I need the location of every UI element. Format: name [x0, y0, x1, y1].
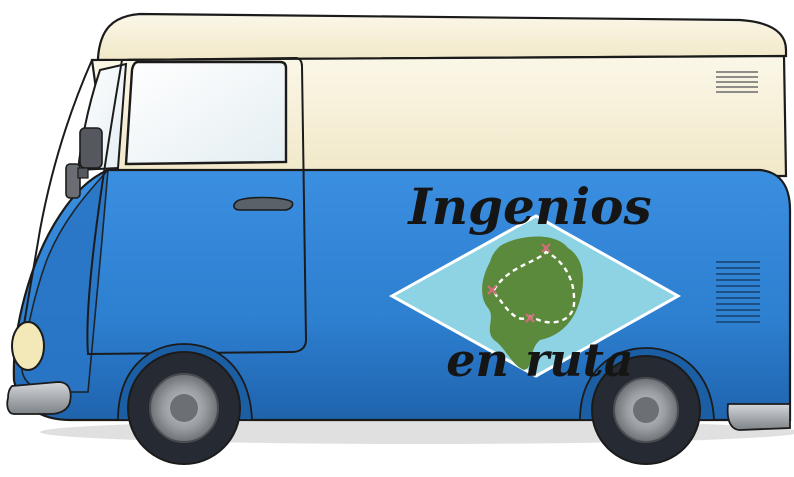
rear-wheel — [591, 355, 701, 465]
headlight — [11, 321, 45, 371]
logo-route — [492, 250, 576, 324]
map-marker-icon — [487, 285, 497, 295]
logo-title-line2: en ruta — [446, 333, 633, 387]
door-handle — [233, 196, 294, 211]
logo-title-line1: Ingenios — [406, 177, 651, 236]
map-marker-icon — [541, 243, 551, 253]
cab-door — [86, 56, 308, 356]
logo-island — [482, 236, 584, 370]
side-mirror — [65, 127, 103, 199]
logo: Ingenios en ruta — [388, 177, 682, 387]
front-bumper — [6, 381, 72, 415]
lower-vent — [716, 261, 760, 323]
upper-vent — [716, 71, 758, 93]
rear-bumper — [726, 403, 791, 431]
map-marker-icon — [525, 313, 535, 323]
van-roof — [96, 12, 788, 62]
side-window — [124, 60, 288, 166]
front-wheel — [127, 351, 241, 465]
